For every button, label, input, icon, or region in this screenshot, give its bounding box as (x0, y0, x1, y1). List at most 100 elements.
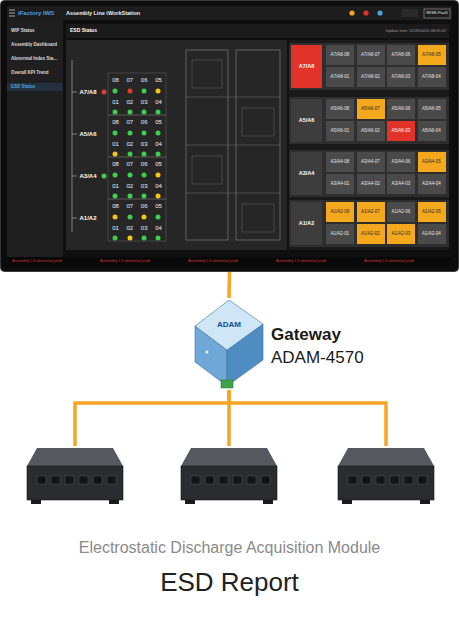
station-status-cell: A7/A8-01 (326, 67, 354, 87)
alert-icon (349, 10, 354, 15)
module-port (191, 476, 200, 484)
module-port (37, 476, 46, 484)
station-status-cell: A7/A8-02 (357, 67, 385, 87)
equipment-outline (192, 156, 222, 184)
module-port (404, 476, 413, 484)
status-grid (289, 40, 449, 250)
status-dot (156, 236, 161, 241)
station-status-cell: A5/A6-08 (326, 99, 354, 119)
gateway-face (195, 300, 263, 350)
nav-item: WIP Status (11, 28, 34, 33)
terminal-block (221, 380, 233, 388)
user-icon (377, 10, 382, 15)
line-label: A7/A8 (79, 89, 96, 96)
title: ESD Report (160, 568, 299, 598)
status-dot (128, 194, 133, 199)
station-status-cell: A5/A6-02 (357, 121, 385, 141)
station-status-cell: A3/A4-03 (387, 174, 415, 194)
status-dot (156, 194, 161, 199)
module-port (233, 476, 242, 484)
station-status-cell: A1/A2-05 (418, 202, 446, 222)
status-dot (128, 173, 133, 178)
nav-item: ESD Status (11, 84, 35, 89)
alarm-ticker: Assembly L3 abnormal yield (188, 259, 238, 264)
monitor-bezel (1, 1, 459, 272)
plan-line (186, 97, 280, 98)
device-logo: ADAM (217, 320, 241, 329)
station-status-cell: A3/A4-04 (418, 174, 446, 194)
station-status-cell: A3/A4-08 (326, 152, 354, 172)
status-dot (128, 215, 133, 220)
station-status-cell: A5/A6-07 (357, 99, 385, 119)
station-status-cell: A7/A8-03 (387, 67, 415, 87)
nav-item: Overall KPI Trend (11, 70, 49, 75)
nav-item: Abnormal Index Sta... (11, 56, 57, 61)
esd-module (181, 446, 277, 506)
status-dot (113, 131, 118, 136)
seat-numbers: 01 02 03 04 (112, 99, 162, 106)
status-dot (113, 194, 118, 199)
status-dot (142, 131, 147, 136)
status-dot (142, 173, 147, 178)
module-front (181, 466, 277, 500)
module-port (65, 476, 74, 484)
status-dot (156, 152, 161, 157)
station-status-cell: A1/A2-07 (357, 202, 385, 222)
module-foot (263, 500, 273, 504)
seat-numbers: 01 02 03 04 (112, 183, 162, 190)
module-foot (420, 500, 430, 504)
station-status-cell: A1/A2-08 (326, 202, 354, 222)
module-port (219, 476, 228, 484)
grid-group (289, 43, 449, 90)
alarm-ticker: Assembly L3 abnormal yield (100, 259, 150, 264)
seat-numbers: 08 07 06 05 (112, 203, 162, 210)
app-logo: iFactory IWS (18, 10, 54, 17)
module-foot (185, 500, 195, 504)
station-status-cell: A7/A8-05 (418, 45, 446, 65)
module-port (247, 476, 256, 484)
equipment-outline (192, 60, 222, 88)
esd-module (338, 446, 434, 506)
module-port (93, 476, 102, 484)
status-dot (113, 152, 118, 157)
seat-numbers: 08 07 06 05 (112, 77, 162, 84)
module-port (362, 476, 371, 484)
station-status-cell: A3/A4-05 (418, 152, 446, 172)
app-title: Assembly Line iWorkStation (66, 10, 140, 16)
grid-group (289, 150, 449, 197)
seat-numbers: 01 02 03 04 (112, 141, 162, 148)
station-status-cell: A7/A8-07 (357, 45, 385, 65)
seat-numbers: 01 02 03 04 (112, 225, 162, 232)
sidebar-highlight (7, 83, 63, 91)
station-status-cell: A5/A6-01 (326, 121, 354, 141)
menu-icon (9, 13, 15, 14)
main-area (63, 20, 452, 258)
sidebar (7, 20, 63, 258)
plan-line (72, 176, 77, 177)
status-dot (142, 110, 147, 115)
floor-plan (66, 40, 287, 250)
module-port (376, 476, 385, 484)
line-label: A1/A2 (79, 215, 96, 222)
date-block (402, 9, 418, 17)
station-status-cell: A7/A8-04 (418, 67, 446, 87)
status-dot (113, 215, 118, 220)
plan-line (72, 218, 77, 219)
station-outline (108, 73, 166, 115)
status-dot (113, 110, 118, 115)
station-status-cell: A5/A6-04 (418, 121, 446, 141)
plan-line (72, 92, 77, 93)
alarm-ticker: Assembly L3 abnormal yield (12, 259, 62, 264)
status-dot (113, 236, 118, 241)
status-dot (142, 89, 147, 94)
connector-line (75, 390, 229, 446)
esd-module (27, 446, 123, 506)
connector-line (227, 272, 231, 298)
station-status-cell: A3/A4-01 (326, 174, 354, 194)
line-status-cell: A7/A8 (291, 45, 322, 88)
status-dot (128, 236, 133, 241)
seat-numbers: 08 07 06 05 (112, 119, 162, 126)
station-status-cell: A1/A2-04 (418, 224, 446, 244)
station-outline (108, 157, 166, 199)
